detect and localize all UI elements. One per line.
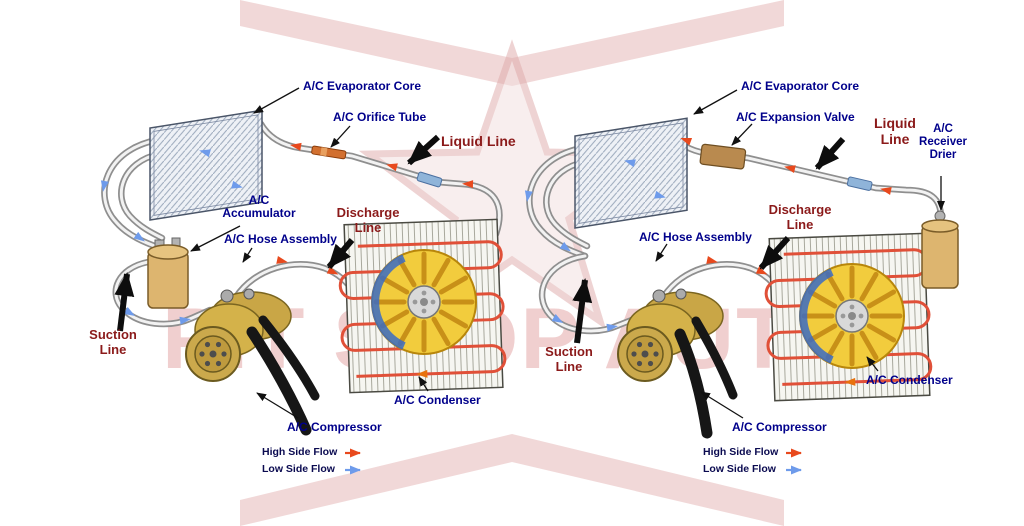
right-suction-line-arrow bbox=[572, 278, 593, 344]
right-big-arrows bbox=[572, 136, 846, 344]
label-line: Discharge bbox=[336, 205, 400, 220]
right-receiver-drier-graphic bbox=[921, 210, 959, 289]
left-liquid-line-fitting bbox=[416, 171, 443, 188]
label-left-liquid-line: Liquid Line bbox=[441, 133, 516, 149]
label-right-receiver-drier: A/C Receiver Drier bbox=[906, 123, 980, 162]
label-line: Drier bbox=[929, 148, 957, 161]
left-compressor-hose bbox=[246, 326, 312, 436]
label-left-suction-line: Suction Line bbox=[66, 327, 160, 357]
left-big-arrows bbox=[114, 134, 441, 332]
label-line: Line bbox=[99, 341, 127, 357]
watermark-bottom-ribbon bbox=[240, 434, 784, 526]
right-liquid-line-fitting bbox=[846, 176, 873, 191]
right-discharge-line-arrow bbox=[758, 235, 791, 271]
label-right-hose-assembly: A/C Hose Assembly bbox=[639, 230, 752, 244]
label-line: Suction bbox=[545, 344, 593, 359]
label-left-compressor: A/C Compressor bbox=[287, 420, 382, 434]
left-label-pointers bbox=[190, 87, 429, 419]
label-line: Suction bbox=[89, 327, 137, 342]
label-right-discharge-line: Discharge Line bbox=[750, 202, 850, 232]
left-condenser-graphic bbox=[338, 218, 507, 394]
left-orifice-tube-graphic bbox=[311, 145, 347, 160]
right-evaporator-graphic bbox=[574, 117, 688, 229]
label-left-condenser: A/C Condenser bbox=[394, 393, 481, 407]
label-right-liquid-line: Liquid Line bbox=[856, 115, 934, 147]
right-system-graphic bbox=[523, 89, 959, 475]
label-line: Line bbox=[555, 358, 583, 374]
label-line: A/C bbox=[248, 193, 270, 207]
left-legend-low-label: Low Side Flow bbox=[262, 463, 335, 475]
left-suction-line-arrow bbox=[114, 272, 135, 332]
label-left-evaporator-core: A/C Evaporator Core bbox=[303, 79, 422, 93]
right-legend-high-label: High Side Flow bbox=[703, 446, 779, 458]
label-line: Liquid bbox=[874, 115, 916, 131]
label-line: A/C bbox=[933, 123, 953, 135]
label-right-evaporator-core: A/C Evaporator Core bbox=[741, 79, 860, 93]
left-accumulator-graphic bbox=[147, 237, 189, 309]
left-system-graphic bbox=[99, 87, 507, 475]
label-line: Line bbox=[880, 130, 910, 147]
label-line: Discharge bbox=[768, 202, 832, 217]
right-liquid-line-arrow bbox=[814, 136, 846, 171]
label-left-orifice-tube: A/C Orifice Tube bbox=[333, 110, 427, 124]
right-compressor-hose-2 bbox=[691, 316, 738, 400]
label-right-compressor: A/C Compressor bbox=[732, 420, 827, 434]
left-compressor-hose-2 bbox=[258, 315, 320, 401]
label-left-accumulator: A/C Accumulator bbox=[213, 193, 305, 221]
left-discharge-line-arrow bbox=[326, 238, 355, 269]
left-evaporator-graphic bbox=[149, 109, 263, 221]
label-right-suction-line: Suction Line bbox=[522, 344, 616, 374]
left-liquid-line-arrow bbox=[406, 134, 441, 166]
right-condenser-graphic bbox=[764, 232, 933, 402]
right-legend-low-label: Low Side Flow bbox=[703, 463, 776, 475]
right-expansion-valve-graphic bbox=[699, 143, 747, 170]
label-left-discharge-line: Discharge Line bbox=[318, 205, 418, 235]
label-right-expansion-valve: A/C Expansion Valve bbox=[736, 110, 855, 124]
label-right-condenser: A/C Condenser bbox=[866, 373, 953, 387]
label-line: Accumulator bbox=[222, 206, 296, 221]
right-fan-clutch-icon bbox=[800, 264, 904, 368]
left-fan-clutch-icon bbox=[372, 250, 476, 354]
left-legend-high-label: High Side Flow bbox=[262, 446, 338, 458]
label-line: Line bbox=[354, 219, 382, 235]
label-line: Line bbox=[786, 216, 814, 232]
right-compressor-hose bbox=[674, 328, 713, 439]
label-line: Receiver bbox=[919, 135, 967, 148]
right-label-pointers bbox=[655, 89, 945, 419]
label-left-hose-assembly: A/C Hose Assembly bbox=[224, 232, 337, 246]
